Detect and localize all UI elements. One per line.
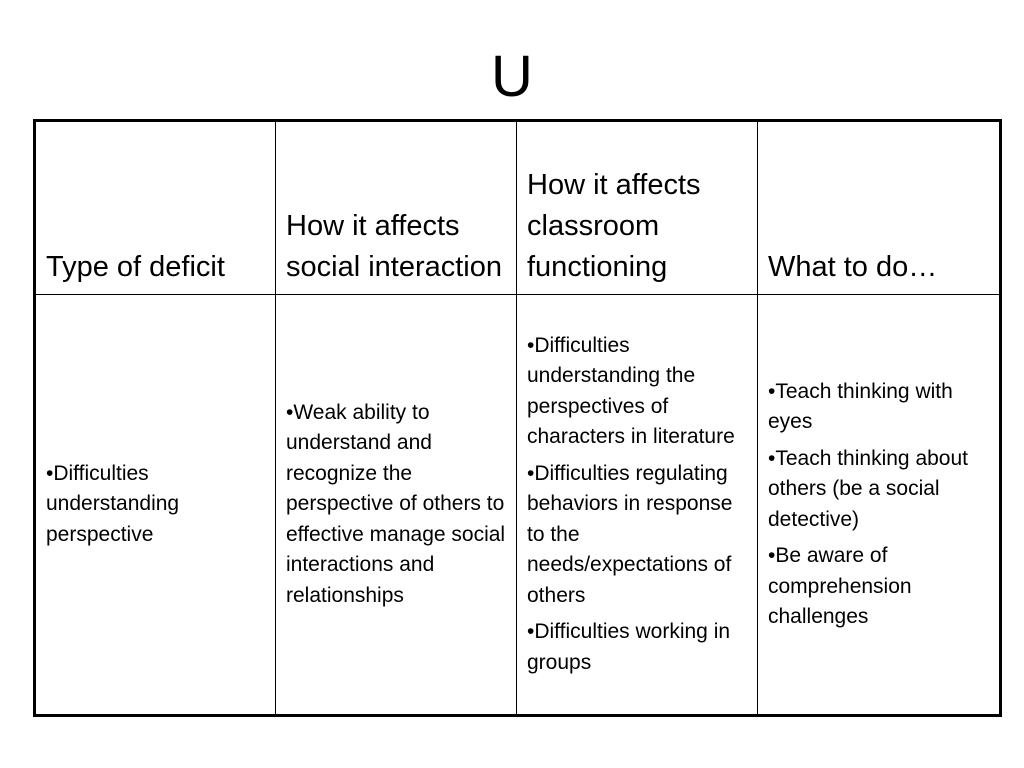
list-item: •Teach thinking with eyes — [768, 379, 953, 434]
cell-social-interaction: •Weak ability to understand and recogniz… — [275, 294, 517, 716]
header-type-of-deficit: Type of deficit — [34, 120, 276, 295]
cell-what-to-do: •Teach thinking with eyes •Teach thinkin… — [757, 294, 1001, 716]
cell-type-of-deficit: •Difficulties understanding perspective — [34, 294, 276, 716]
list-item: •Weak ability to understand and recogniz… — [286, 400, 506, 607]
list-item: •Difficulties working in groups — [527, 620, 731, 674]
list-item: •Difficulties understanding the perspect… — [527, 333, 735, 449]
slide-title: U — [491, 44, 533, 109]
header-social-interaction: How it affects social interaction — [275, 120, 517, 295]
list-item: •Be aware of comprehension challenges — [768, 544, 912, 628]
list-item: •Teach thinking about others (be a socia… — [768, 446, 968, 531]
deficit-table: Type of deficit How it affects social in… — [33, 119, 1002, 717]
list-item: •Difficulties regulating behaviors in re… — [527, 461, 733, 607]
cell-classroom-functioning: •Difficulties understanding the perspect… — [516, 294, 758, 716]
header-classroom-functioning: How it affects classroom functioning — [516, 120, 758, 295]
header-what-to-do: What to do… — [757, 120, 1001, 295]
list-item: •Difficulties understanding perspective — [46, 461, 180, 546]
table-row: •Difficulties understanding perspective … — [34, 294, 1001, 716]
table-header-row: Type of deficit How it affects social in… — [34, 120, 1001, 295]
